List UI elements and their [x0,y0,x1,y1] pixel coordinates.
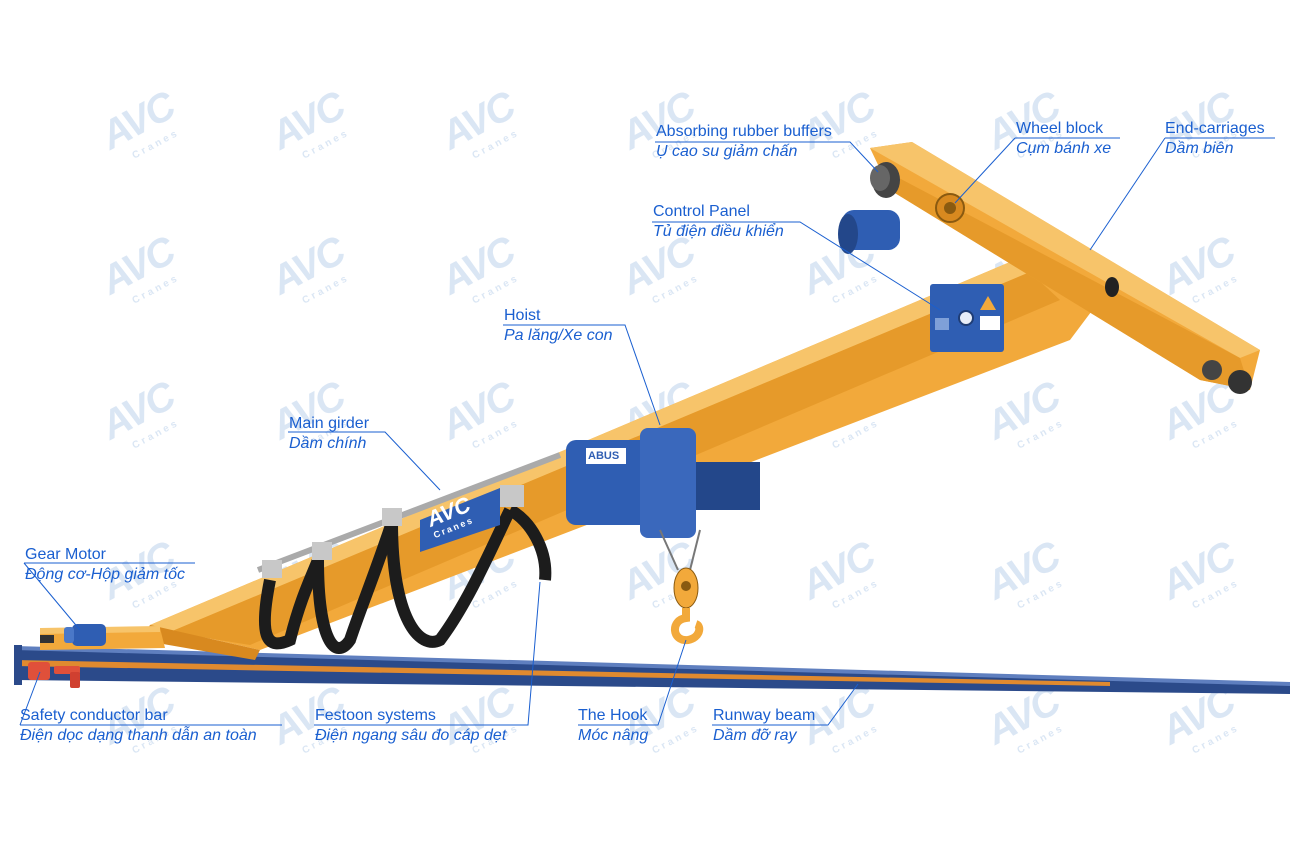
label-absorbing-buffers-en: Absorbing rubber buffers [656,123,832,140]
label-safety-conductor-vi: Điện dọc dạng thanh dẫn an toàn [20,727,257,744]
label-control-panel: Control Panel Tủ điện điều khiển [653,202,784,242]
gear-motor [64,624,106,646]
label-wheel-block-vi: Cụm bánh xe [1016,140,1112,157]
leader-lines [19,137,1275,726]
label-hoist-en: Hoist [504,307,541,324]
label-hook: The Hook Móc nâng [578,706,648,746]
label-end-carriages-vi: Dầm biên [1165,140,1234,157]
hoist [566,428,760,571]
hook [671,567,704,644]
rubber-buffers [870,162,900,198]
label-hook-en: The Hook [578,707,648,724]
label-festoon: Festoon systems Điện ngang sâu đo cáp dẹ… [315,706,506,746]
right-end-carriage [870,142,1260,394]
label-absorbing-buffers: Absorbing rubber buffers Ụ cao su giảm c… [656,122,832,162]
label-hook-vi: Móc nâng [578,727,649,744]
label-main-girder-vi: Dầm chính [289,435,367,452]
girder-logo [420,488,500,552]
label-gear-motor: Gear Motor Động cơ-Hộp giảm tốc [25,545,185,585]
control-panel [930,284,1004,352]
label-absorbing-buffers-vi: Ụ cao su giảm chấn [656,143,798,160]
label-wheel-block-en: Wheel block [1016,120,1104,137]
label-runway-beam-vi: Dầm đỡ ray [713,727,797,744]
label-safety-conductor-en: Safety conductor bar [20,707,168,724]
label-main-girder: Main girder Dầm chính [289,414,369,454]
label-main-girder-en: Main girder [289,415,370,432]
safety-conductor-collector [28,662,80,688]
label-hoist-vi: Pa lăng/Xe con [504,327,613,344]
hoist-brand-label: ABUS [588,450,620,462]
label-gear-motor-vi: Động cơ-Hộp giảm tốc [25,566,185,583]
label-gear-motor-en: Gear Motor [25,546,106,563]
label-festoon-en: Festoon systems [315,707,436,724]
label-control-panel-vi: Tủ điện điều khiển [653,223,784,240]
label-wheel-block: Wheel block Cụm bánh xe [1016,119,1111,159]
label-end-carriages: End-carriages Dầm biên [1165,119,1265,159]
travel-motor [838,210,900,254]
label-runway-beam: Runway beam Dầm đỡ ray [713,706,815,746]
label-control-panel-en: Control Panel [653,203,750,220]
festoon-system [256,452,562,654]
label-hoist: Hoist Pa lăng/Xe con [504,306,613,346]
label-end-carriages-en: End-carriages [1165,120,1265,137]
runway-beam [14,645,1290,694]
label-runway-beam-en: Runway beam [713,707,816,724]
label-safety-conductor: Safety conductor bar Điện dọc dạng thanh… [20,706,257,746]
label-festoon-vi: Điện ngang sâu đo cáp dẹt [315,727,507,744]
